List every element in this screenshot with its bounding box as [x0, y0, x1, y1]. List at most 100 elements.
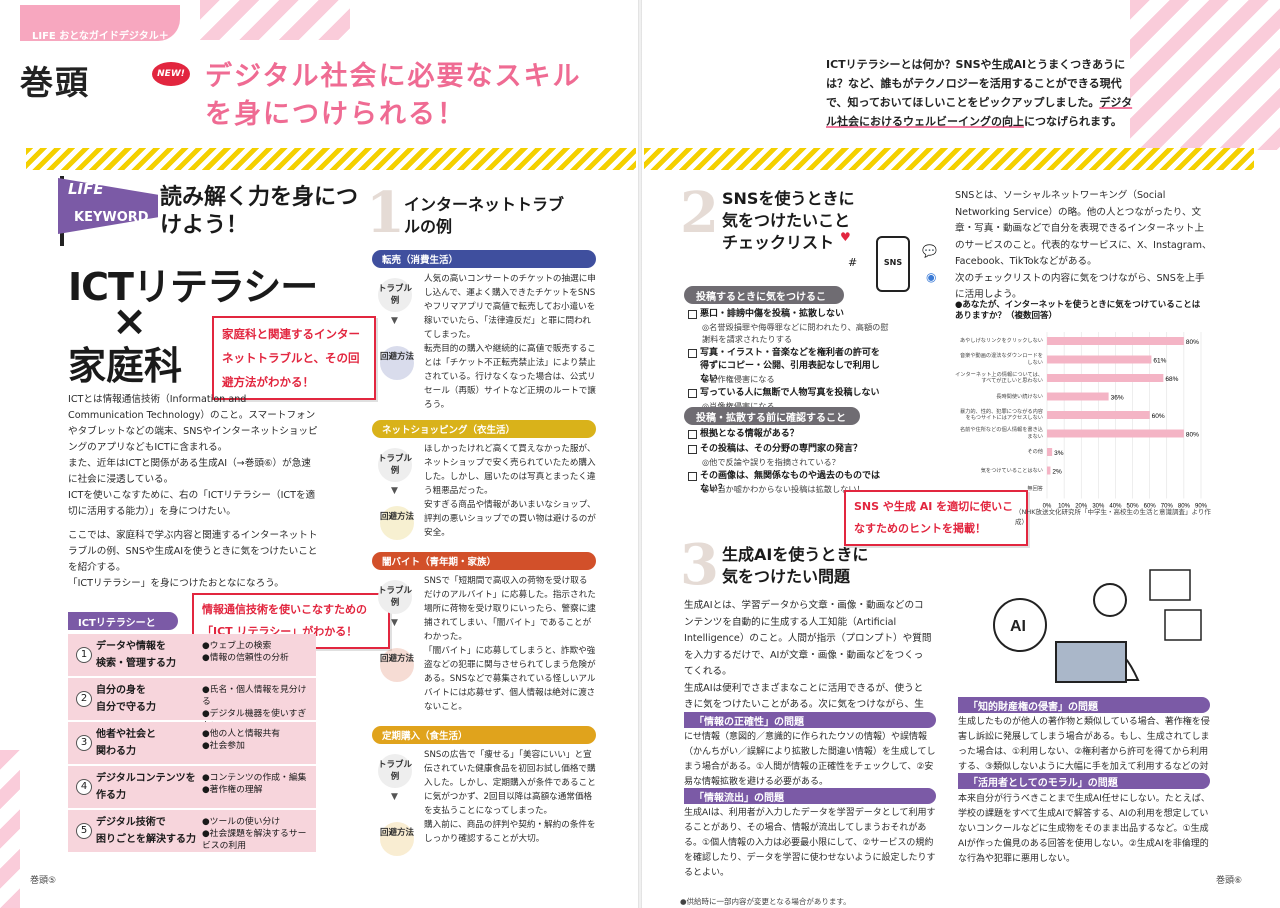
checkbox[interactable] [688, 472, 697, 481]
chart-bar [1047, 392, 1109, 401]
left-body-1: ICTとは情報通信技術（Information and Communicatio… [68, 394, 318, 453]
trouble-example-badge: トラブル例 [378, 580, 412, 614]
ict-row-title-2: 困りごとを解決する力 [96, 834, 196, 845]
ict-row-detail-1: ●氏名・個人情報を見分ける [202, 685, 307, 707]
checkbox[interactable] [688, 349, 697, 358]
ai-intro-1: 生成AIとは、学習データから文章・画像・動画などのコンテンツを自動的に生成する人… [684, 600, 932, 677]
chart-bar [1047, 411, 1150, 419]
checkbox[interactable] [688, 310, 697, 319]
avoid-method-text: 転売目的の購入や継続的に高値で販売することは「チケット不正転売禁止法」により禁止… [424, 344, 596, 410]
chart-value-label: 61% [1153, 358, 1166, 365]
chart-bar [1047, 374, 1164, 382]
ai-title-line-2: 気をつけたい問題 [722, 567, 851, 586]
chart-x-tick-label: 30% [1092, 504, 1105, 509]
chart-x-tick-label: 20% [1075, 504, 1088, 509]
ict-row-detail: ●ウェブ上の検索 ●情報の信頼性の分析 [202, 640, 314, 664]
checklist-note: ◎名誉毀損罪や侮辱罪などに問われたり、高額の慰謝料を請求されたりする [702, 322, 889, 344]
arrow-down-icon: ▼ [391, 486, 398, 496]
pennant-life: LIFE [68, 180, 104, 198]
checkbox[interactable] [688, 445, 697, 454]
trouble-example-text: SNSの広告で「痩せる」「美容にいい」と宣伝されていた健康食品を初回お試し価格で… [424, 750, 596, 816]
sns-title: SNSを使うときに 気をつけたいこと チェックリスト [722, 188, 854, 254]
ai-issue-ip-heading: 「知的財産権の侵害」の問題 [958, 697, 1210, 713]
tagline: LIFE おとなガイドデジタル＋ [20, 5, 180, 42]
smartphone-illustration: SNS [876, 236, 910, 292]
page-number-left: 巻頭⑤ [30, 876, 57, 886]
trouble-title: インターネットトラブルの例 [404, 195, 565, 236]
ict-row-detail-2: ●情報の信頼性の分析 [202, 653, 289, 663]
ai-laptop-illustration: AI [960, 560, 1210, 690]
checkbox[interactable] [688, 430, 697, 439]
ai-issue-accuracy-heading: 「情報の正確性」の問題 [684, 712, 936, 728]
ict-row-title-2: 作る力 [96, 790, 126, 801]
ict-row-title: 他者や社会と関わる力 [96, 726, 206, 760]
sns-title-line-3: チェックリスト [722, 233, 835, 252]
trouble-example-text: SNSで「短期間で高収入の荷物を受け取るだけのアルバイト」に応募した。指示された… [424, 576, 596, 642]
avoid-method-badge: 回避方法 [380, 822, 414, 856]
ai-title: 生成AIを使うときに 気をつけたい問題 [722, 544, 868, 588]
chart-value-label: 36% [1111, 395, 1124, 402]
ict-row-title-2: 自分で守る力 [96, 702, 156, 713]
intro-text: ICTリテラシーとは何か？SNSや生成AIとうまくつきあうには？など、誰もがテク… [826, 55, 1138, 131]
trouble-case-pill: 闇バイト（青年期・家族） [372, 552, 596, 570]
trouble-case-pill: 定期購入（食生活） [372, 726, 596, 744]
ict-row-detail-2: ●社会課題を解決するサービスの利用 [202, 829, 307, 851]
checklist-item: その画像は、無関係なものや過去のものではない？ [700, 471, 881, 494]
chart-category-text: 音楽や動画の違法なダウンロードをしない [959, 353, 1043, 366]
sns-intro-2: 次のチェックリストの内容に気をつけながら、SNSを上手に活用しよう。 [955, 272, 1205, 301]
left-body-4: ここでは、家庭科で学ぶ内容と関連するインターネットトラブルの例、SNSや生成AI… [68, 530, 318, 573]
checklist-note: ◎本当か嘘かわからない投稿は拡散しない！ [702, 484, 865, 494]
avoid-method-badge: 回避方法 [380, 648, 414, 682]
ict-row-title: デジタル技術で困りごとを解決する力 [96, 814, 206, 848]
avoid-method-text: 「闇バイト」に応募してしまうと、詐欺や強盗などの犯罪に関与させられてしまう危険が… [424, 646, 596, 712]
chart-category-label: その他 [1027, 449, 1043, 455]
new-badge: NEW! [152, 62, 190, 86]
ai-bubble-text: AI [1010, 618, 1026, 635]
trouble-example-text: ほしかったけれど高くて買えなかった服が、ネットショップで安く売られていたため購入… [424, 444, 596, 496]
chart-category-label: 気をつけていることはない [981, 468, 1043, 474]
ict-table-heading: ICTリテラシーとは？ [68, 612, 178, 644]
checklist-heading-post: 投稿するときに気をつけること [684, 286, 844, 318]
ai-issue-moral-heading: 「活用者としてのモラル」の問題 [958, 773, 1210, 789]
ai-intro: 生成AIとは、学習データから文章・画像・動画などのコンテンツを自動的に生成する人… [684, 598, 932, 730]
left-body-5: 「ICTリテラシー」を身につけたおとなになろう。 [68, 578, 284, 589]
page-gutter [638, 0, 642, 908]
chart-source: （NHK放送文化研究所「中学生・高校生の生活と意識調査」より作成） [1015, 508, 1211, 526]
chart-x-tick-label: 80% [1178, 504, 1191, 509]
chart-category-label: 音楽や動画の違法なダウンロードをしない [959, 353, 1043, 366]
ict-row-detail-1: ●コンテンツの作成・編集 [202, 773, 307, 783]
chart-value-label: 3% [1054, 450, 1064, 457]
headline-line-1: デジタル社会に必要なスキル [205, 61, 582, 92]
ict-row-detail-2: ●著作権の理解 [202, 785, 263, 795]
hashtag-icon: # [848, 256, 858, 269]
chart-bar [1047, 337, 1184, 345]
heart-icon: ♥ [840, 230, 851, 244]
intro-body: ICTリテラシーとは何か？SNSや生成AIとうまくつきあうには？など、誰もがテク… [826, 58, 1126, 109]
sns-intro: SNSとは、ソーシャルネットワーキング（Social Networking Se… [955, 188, 1213, 304]
chat-icon: 💬 [922, 244, 937, 258]
chart-category-label: 長時間使い続けない [996, 394, 1043, 400]
ict-row-title-2: 検索・管理する力 [96, 658, 176, 669]
checkbox[interactable] [688, 389, 697, 398]
ai-issue-accuracy-text: にせ情報（意図的／意識的に作られたウソの情報）や誤情報（かんちがい／誤解により拡… [684, 732, 936, 787]
chart-category-text: 名前や住所などの個人情報を書き込まない [959, 427, 1043, 440]
pennant-keyword: KEYWORD [74, 210, 149, 225]
chart-category-text: インターネット上の情報については、すべてが正しいと思わない [955, 371, 1043, 385]
trouble-example-text: 人気の高いコンサートのチケットの抽選に申し込んで、運よく購入できたチケットをSN… [424, 274, 596, 340]
ai-illustration-svg: AI [993, 569, 1202, 683]
checklist-item: 悪口・誹謗中傷を投稿・拡散しない [700, 309, 845, 319]
sns-intro-1: SNSとは、ソーシャルネットワーキング（Social Networking Se… [955, 190, 1212, 267]
survey-chart: ●あなたが、インターネットを使うときに気をつけていることはありますか？（複数回答… [955, 300, 1215, 526]
laptop-icon [1055, 641, 1127, 683]
ict-row-title: データや情報を検索・管理する力 [96, 638, 206, 672]
cross-mark: × [112, 296, 148, 345]
ict-row-number: 5 [76, 823, 92, 839]
headline-line-2: を身につけられる！ [205, 99, 466, 130]
avoid-method-text: 購入前に、商品の評判や契約・解約の条件をしっかり確認することが大切。 [424, 820, 596, 844]
sns-title-line-2: 気をつけたいこと [722, 211, 851, 230]
ict-row-detail-1: ●ウェブ上の検索 [202, 641, 272, 651]
section-label: 巻頭 [20, 63, 90, 102]
checklist-note: ◎他で反論や誤りを指摘されている？ [702, 457, 840, 467]
